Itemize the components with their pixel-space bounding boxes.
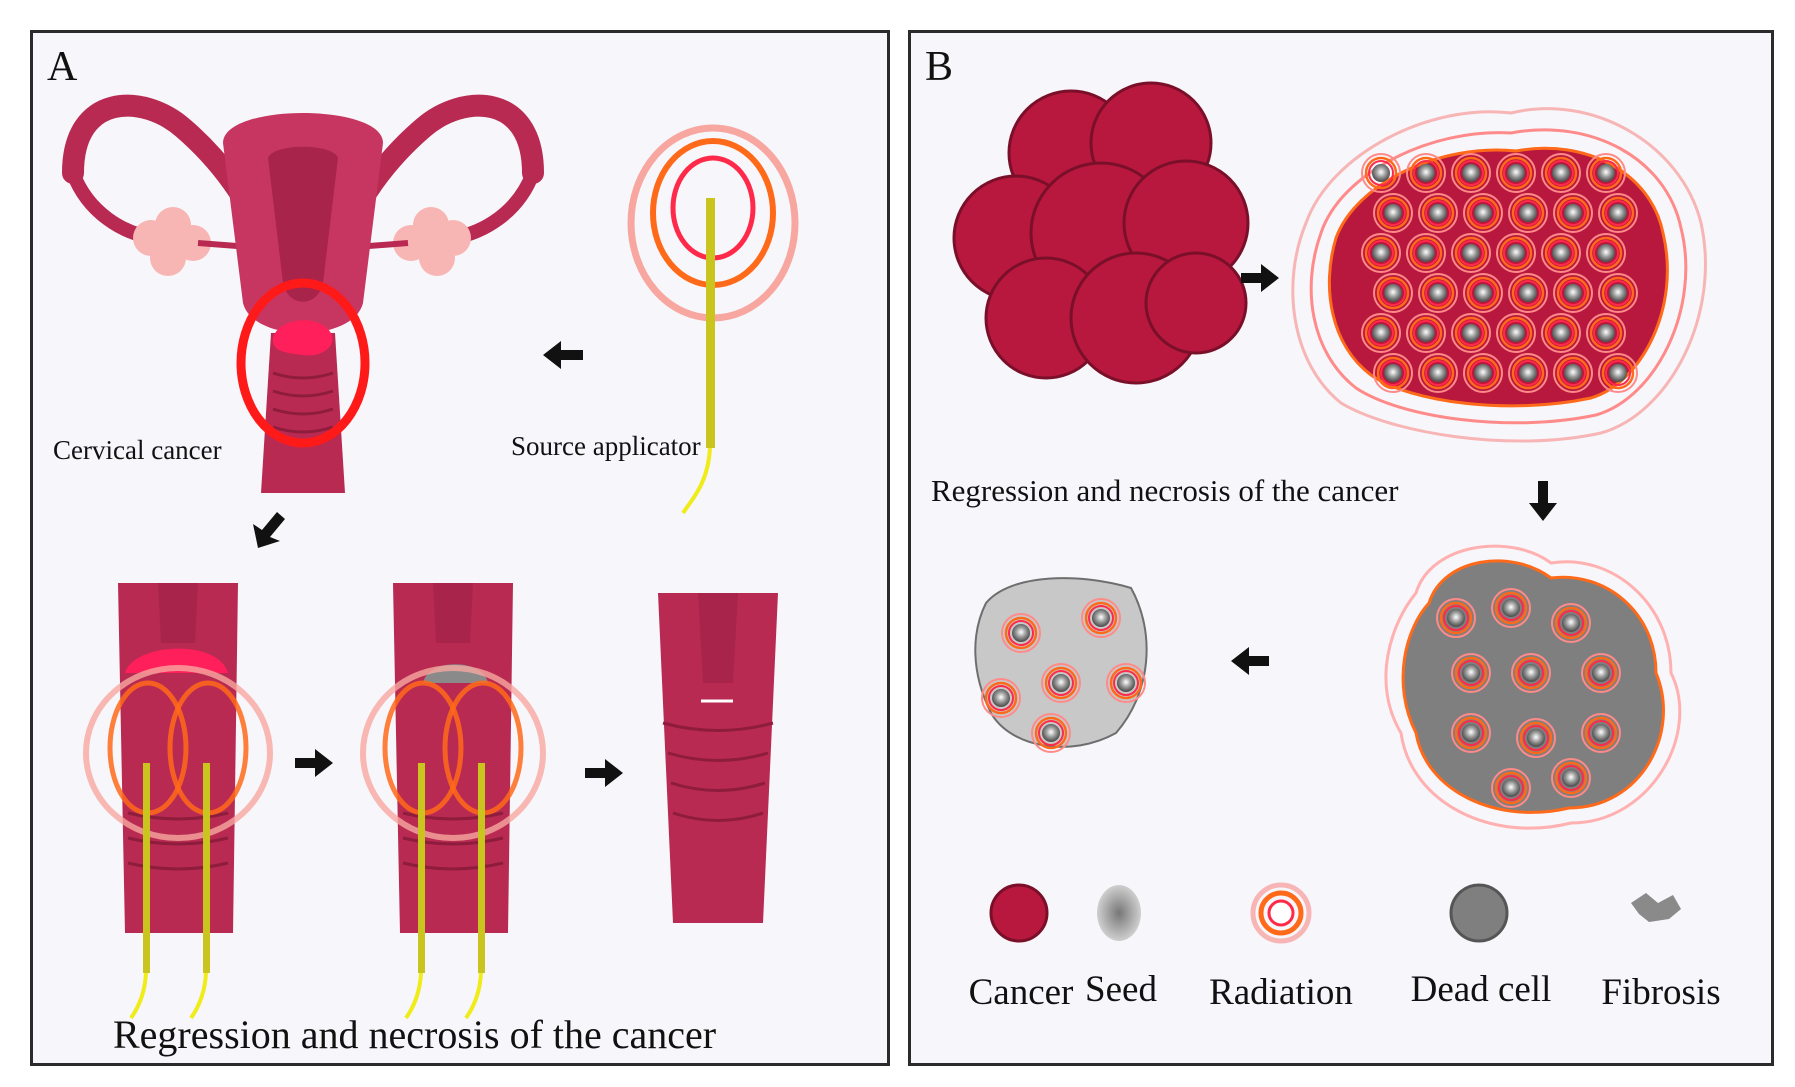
fibrosis-icon [1631,893,1681,922]
arrow-down-icon [1529,481,1557,521]
cervix-stage-1 [83,583,273,1020]
arrow-down-left-icon [253,512,285,548]
seed-with-radiation [1361,153,1401,193]
panel-b-caption: Regression and necrosis of the cancer [931,473,1399,508]
seed-with-radiation [1553,193,1593,233]
right-ovary [393,207,471,276]
arrow-right-icon [295,749,333,777]
dead-seed-with-radiation [1516,718,1556,758]
legend-dead-cell-label: Dead cell [1410,969,1552,1010]
panel-a-caption: Regression and necrosis of the cancer [113,1012,717,1057]
seed-with-radiation [1418,273,1458,313]
dead-seed-grid [1436,588,1621,808]
fibrosis-seed-with-radiation [981,678,1021,718]
cancer-cluster [952,81,1250,385]
fibrosis-seed-grid [981,598,1146,753]
panel-b: B Regression and necrosis of the cancer … [908,30,1774,1066]
fibrosis-seed-with-radiation [1001,613,1041,653]
panel-a: A Cervical cancer Source applicator Regr… [30,30,890,1066]
seed-with-radiation [1373,353,1413,393]
seed-with-radiation [1463,273,1503,313]
seed-with-radiation [1553,353,1593,393]
panel-b-letter: B [925,44,954,90]
panel-a-illustration [62,94,799,1020]
seed-with-radiation [1553,273,1593,313]
dead-cell-cluster [1384,544,1682,830]
arrow-left-icon [1231,647,1269,675]
fibrosis-seed-with-radiation [1106,663,1146,703]
dead-seed-with-radiation [1551,758,1591,798]
dead-seed-with-radiation [1491,588,1531,628]
radiation-icon [1250,882,1312,944]
seed-with-radiation [1451,313,1491,353]
panel-a-arrows [253,341,623,787]
left-ovary [133,207,211,276]
seed-with-radiation [1361,233,1401,273]
seed-with-radiation [1541,313,1581,353]
seed-with-radiation [1406,233,1446,273]
seed-with-radiation [1406,153,1446,193]
dead-seed-with-radiation [1451,653,1491,693]
seed-with-radiation [1496,153,1536,193]
legend-seed-label: Seed [1085,969,1157,1010]
seed-with-radiation [1451,233,1491,273]
dead-seed-with-radiation [1511,653,1551,693]
legend-fibrosis-label: Fibrosis [1601,972,1721,1013]
seed-with-radiation [1508,273,1548,313]
uterus-illustration [62,94,544,493]
seed-with-radiation [1598,193,1638,233]
seed-with-radiation [1463,193,1503,233]
seed-with-radiation [1598,273,1638,313]
dead-seed-with-radiation [1436,598,1476,638]
panel-b-illustration [952,81,1707,944]
legend-radiation-label: Radiation [1209,972,1353,1013]
source-applicator-illustration [627,124,799,515]
dead-seed-with-radiation [1581,653,1621,693]
dead-seed-with-radiation [1491,768,1531,808]
seed-with-radiation [1373,273,1413,313]
arrow-right-icon [585,759,623,787]
source-applicator-label: Source applicator [511,431,701,461]
seed-with-radiation [1418,193,1458,233]
seed-with-radiation [1373,193,1413,233]
dead-seed-with-radiation [1581,713,1621,753]
seed-with-radiation [1586,233,1626,273]
cervical-cancer-label: Cervical cancer [53,435,222,465]
cervix-stage-3 [658,593,778,923]
legend-cancer-label: Cancer [968,972,1074,1013]
dead-seed-with-radiation [1551,603,1591,643]
cancer-cell-icon [989,883,1049,943]
seed-grid [1361,153,1638,393]
tumor-highlight-ring [236,278,370,448]
legend-icons [989,882,1681,944]
cervix-stage-2 [360,583,546,1020]
dead-cell-icon [1449,883,1509,943]
seed-with-radiation [1508,193,1548,233]
seed-with-radiation [1586,313,1626,353]
seed-with-radiation [1451,153,1491,193]
seed-with-radiation [1418,353,1458,393]
fibrosis-seed-with-radiation [1081,598,1121,638]
panel-b-arrows [1231,264,1557,675]
dead-seed-with-radiation [1451,713,1491,753]
seed-with-radiation [1496,233,1536,273]
arrow-right-icon [1241,264,1279,292]
seed-with-radiation [1508,353,1548,393]
fibrosis-seed-with-radiation [1041,663,1081,703]
cervical-tumor [272,320,333,356]
seed-with-radiation [1361,313,1401,353]
irradiated-tumor [1291,107,1707,443]
fibrosis-seed-with-radiation [1031,713,1071,753]
seed-with-radiation [1406,313,1446,353]
seed-with-radiation [1541,233,1581,273]
seed-icon [1097,885,1141,941]
panel-a-letter: A [47,44,78,90]
seed-with-radiation [1496,313,1536,353]
seed-with-radiation [1598,353,1638,393]
seed-with-radiation [1586,153,1626,193]
arrow-left-icon [543,341,583,369]
seed-with-radiation [1463,353,1503,393]
fibrosis-cluster [974,577,1148,753]
seed-with-radiation [1541,153,1581,193]
